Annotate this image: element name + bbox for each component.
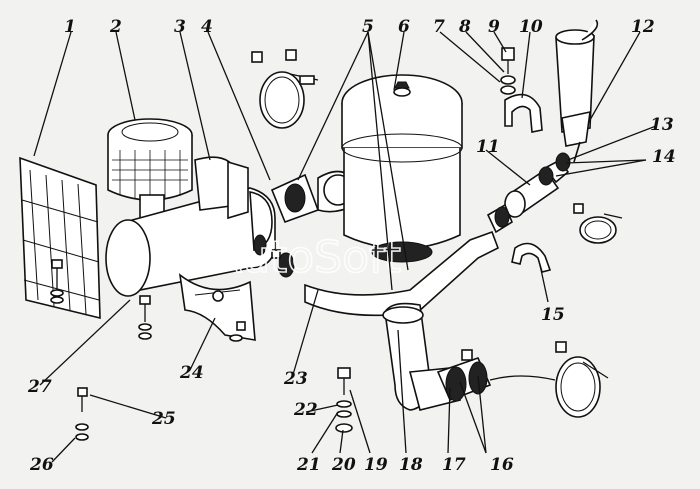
callout-17: 17: [442, 455, 466, 475]
callout-27: 27: [27, 377, 52, 397]
callout-13: 13: [650, 115, 674, 135]
air-cleaner-body-left: [105, 156, 276, 297]
callout-23: 23: [283, 369, 308, 389]
leader-lines: [33, 31, 657, 463]
callout-3: 3: [174, 17, 186, 37]
callout-9: 9: [488, 17, 500, 37]
callout-1: 1: [64, 17, 76, 37]
bolt-stack-lower: [335, 367, 353, 433]
callout-22: 22: [293, 400, 318, 420]
callout-2: 2: [109, 17, 122, 37]
callout-8: 8: [458, 17, 471, 37]
callout-25: 25: [151, 409, 176, 429]
callout-26: 26: [29, 455, 54, 475]
callout-20: 20: [331, 455, 356, 475]
bolts-left: [50, 259, 246, 441]
callout-11: 12: [631, 17, 655, 37]
watermark: AutoSoft: [212, 232, 401, 283]
callout-numbers: 1 2 3 4 5 6 7 8 9 10 12 13 14 11 15 16 1…: [27, 17, 676, 475]
callout-7: 7: [433, 17, 445, 37]
bracket-15: [511, 242, 552, 273]
callout-6: 6: [398, 17, 410, 37]
clamp-detail-right: [573, 203, 623, 244]
callout-19: 19: [364, 455, 388, 475]
small-clamps: [253, 234, 295, 278]
precleaner-cap: [107, 118, 193, 220]
clamp-detail-upper: [251, 49, 319, 129]
clamp-detail-lower: [489, 341, 609, 418]
callout-4: 4: [201, 17, 213, 37]
callout-14: 14: [652, 147, 676, 167]
main-air-cleaner-housing: [341, 74, 463, 263]
callout-11b: 11: [476, 137, 500, 157]
protective-grille: [19, 156, 101, 320]
callout-21: 21: [296, 455, 321, 475]
connecting-hose: [270, 170, 356, 224]
callout-16: 16: [490, 455, 514, 475]
connecting-tube-11: [486, 152, 571, 234]
callout-24: 24: [179, 363, 204, 383]
hose-with-clamps: [436, 349, 492, 402]
precleaner-right: [555, 19, 599, 163]
callout-18: 18: [399, 455, 423, 475]
callout-15: 15: [541, 305, 565, 325]
callout-5: 5: [362, 17, 374, 37]
callout-10: 10: [519, 17, 543, 37]
clamp-bracket-10: [500, 47, 543, 133]
